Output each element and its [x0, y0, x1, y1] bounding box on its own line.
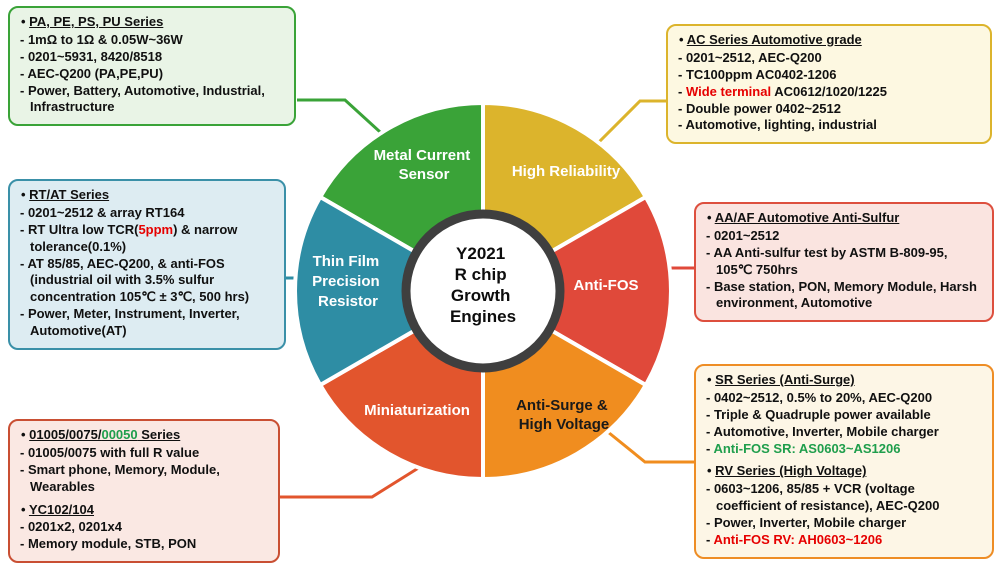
highlighted-text: Anti-FOS SR: AS0603~AS1206	[713, 440, 901, 456]
text-segment: AA/AF Automotive Anti-Sulfur	[714, 210, 900, 225]
aa-af-series-callout: AA/AF Automotive Anti-Sulfur- 0201~2512-…	[694, 202, 994, 323]
text-segment: - 0201~2512 & array RT164	[20, 204, 185, 220]
segment-label-metal-current-sensor: Metal Current Sensor	[374, 147, 475, 183]
callout-line: - Power, Meter, Instrument, Inverter, Au…	[20, 306, 274, 340]
callout-line: - TC100ppm AC0402-1206	[678, 67, 980, 84]
text-segment: - 0201~2512, AEC-Q200	[678, 49, 822, 65]
text-segment: - 1mΩ to 1Ω & 0.05W~36W	[20, 31, 183, 47]
rt-at-series-callout: RT/AT Series- 0201~2512 & array RT164- R…	[8, 179, 286, 351]
callout-line: - Automotive, Inverter, Mobile charger	[706, 424, 982, 441]
ac-series-callout: AC Series Automotive grade - 0201~2512, A…	[666, 24, 992, 145]
text-segment: - Base station, PON, Memory Module, Hars…	[706, 278, 977, 311]
highlighted-text: 00050	[101, 427, 138, 442]
callout-line: - 0603~1206, 85/85 + VCR (voltage coeffi…	[706, 481, 982, 515]
sr-rv-series-callout: SR Series (Anti-Surge) - 0402~2512, 0.5% …	[694, 364, 994, 559]
callout-title: AC Series Automotive grade	[679, 32, 980, 49]
segment-label-thin-film-precision-resistor: Thin Film Precision Resistor	[312, 253, 384, 310]
text-segment: - TC100ppm AC0402-1206	[678, 66, 837, 82]
callout-title: PA, PE, PS, PU Series	[21, 14, 284, 31]
text-segment: - 0201x2, 0201x4	[20, 519, 122, 535]
callout-line: - Base station, PON, Memory Module, Hars…	[706, 279, 982, 313]
callout-line: - Automotive, lighting, industrial	[678, 117, 980, 134]
text-segment: RT/AT Series	[29, 187, 110, 202]
segment-label-anti-fos: Anti-FOS	[574, 277, 639, 294]
callout-line: - Anti-FOS RV: AH0603~1206	[706, 532, 982, 549]
callout-line: - 0201~2512, AEC-Q200	[678, 50, 980, 67]
callout-title: RT/AT Series	[21, 187, 274, 204]
segment-label-anti-surge-high-voltage: Anti-Surge & High Voltage	[516, 397, 612, 433]
text-segment: - AA Anti-sulfur test by ASTM B-809-95, …	[706, 244, 948, 277]
callout-line: - AEC-Q200 (PA,PE,PU)	[20, 66, 284, 83]
connector-miniaturization	[280, 460, 429, 499]
segment-anti-fos	[481, 195, 673, 387]
callout-line: - Double power 0402~2512	[678, 101, 980, 118]
text-segment: - Double power 0402~2512	[678, 100, 841, 116]
callout-line: - Power, Inverter, Mobile charger	[706, 515, 982, 532]
center-hub-circle	[401, 209, 565, 373]
callout-line: - Wide terminal AC0612/1020/1225	[678, 84, 980, 101]
text-segment: - 01005/0075 with full R value	[20, 444, 200, 460]
text-segment: - Smart phone, Memory, Module, Wearables	[20, 461, 220, 494]
text-segment: -	[706, 440, 714, 456]
callout-line: - 0201~2512 & array RT164	[20, 205, 274, 222]
callout-line: - Triple & Quadruple power available	[706, 407, 982, 424]
text-segment: - Automotive, lighting, industrial	[678, 117, 877, 133]
text-segment: SR Series (Anti-Surge)	[715, 372, 855, 387]
text-segment: - Memory module, STB, PON	[20, 536, 197, 552]
callout-line: - 0201~2512	[706, 228, 982, 245]
callout-line: - 01005/0075 with full R value	[20, 445, 268, 462]
text-segment: AC0612/1020/1225	[771, 83, 887, 99]
callout-line: - Anti-FOS SR: AS0603~AS1206	[706, 441, 982, 458]
text-segment: - 0402~2512, 0.5% to 20%, AEC-Q200	[706, 389, 933, 405]
callout-line: - AA Anti-sulfur test by ASTM B-809-95, …	[706, 245, 982, 279]
callout-title: YC102/104	[21, 502, 268, 519]
text-segment: YC102/104	[28, 501, 94, 517]
text-segment: - Power, Meter, Instrument, Inverter, Au…	[20, 306, 240, 339]
segment-label-high-reliability: High Reliability	[512, 163, 621, 180]
text-segment: - 0201~2512	[706, 227, 780, 243]
callout-line: - 0402~2512, 0.5% to 20%, AEC-Q200	[706, 390, 982, 407]
highlighted-text: 5ppm	[138, 221, 174, 237]
callout-title: 01005/0075/00050 Series	[21, 427, 268, 444]
callout-line: - Memory module, STB, PON	[20, 536, 268, 553]
miniaturization-callout: 01005/0075/00050 Series- 01005/0075 with…	[8, 419, 280, 564]
text-segment: - Power, Battery, Automotive, Industrial…	[20, 82, 265, 115]
text-segment: - 0201~5931, 8420/8518	[20, 48, 163, 64]
callout-line: - Smart phone, Memory, Module, Wearables	[20, 462, 268, 496]
segment-thin-film-precision-resistor	[293, 195, 485, 387]
callout-line: - RT Ultra low TCR(5ppm) & narrow tolera…	[20, 222, 274, 256]
callout-title: AA/AF Automotive Anti-Sulfur	[707, 210, 982, 227]
text-segment: - AT 85/85, AEC-Q200, & anti-FOS (indust…	[20, 255, 250, 305]
text-segment: 01005/0075/	[29, 427, 102, 442]
text-segment: RV Series (High Voltage)	[715, 463, 867, 479]
highlighted-text: Wide terminal	[685, 83, 772, 99]
segment-label-miniaturization: Miniaturization	[364, 402, 470, 419]
pa-series-callout: PA, PE, PS, PU Series - 1mΩ to 1Ω & 0.05W…	[8, 6, 296, 127]
text-segment: -	[706, 532, 714, 548]
text-segment: PA, PE, PS, PU Series	[29, 14, 164, 29]
callout-title: SR Series (Anti-Surge)	[707, 372, 982, 389]
callout-line: - 0201~5931, 8420/8518	[20, 49, 284, 66]
callout-line: - 0201x2, 0201x4	[20, 519, 268, 536]
text-segment: - AEC-Q200 (PA,PE,PU)	[20, 65, 164, 81]
text-segment: Series	[137, 427, 181, 442]
text-segment: - RT Ultra low TCR(	[20, 221, 139, 237]
highlighted-text: Anti-FOS RV: AH0603~1206	[713, 532, 883, 548]
center-title: Y2021 R chip Growth Engines	[450, 244, 516, 326]
text-segment: AC Series Automotive grade	[686, 32, 862, 47]
text-segment: ) & narrow tolerance(0.1%)	[30, 221, 238, 254]
callout-line: - Power, Battery, Automotive, Industrial…	[20, 83, 284, 117]
connector-sr-series	[602, 426, 694, 464]
callout-line: - AT 85/85, AEC-Q200, & anti-FOS (indust…	[20, 256, 274, 307]
connector-ac-series	[590, 99, 666, 151]
text-segment: -	[678, 83, 686, 99]
text-segment: - Automotive, Inverter, Mobile charger	[706, 423, 939, 439]
text-segment: - Power, Inverter, Mobile charger	[706, 515, 907, 531]
text-segment: - Triple & Quadruple power available	[706, 406, 931, 422]
callout-title: RV Series (High Voltage)	[707, 463, 982, 480]
callout-line: - 1mΩ to 1Ω & 0.05W~36W	[20, 32, 284, 49]
text-segment: - 0603~1206, 85/85 + VCR (voltage coeffi…	[706, 481, 940, 514]
